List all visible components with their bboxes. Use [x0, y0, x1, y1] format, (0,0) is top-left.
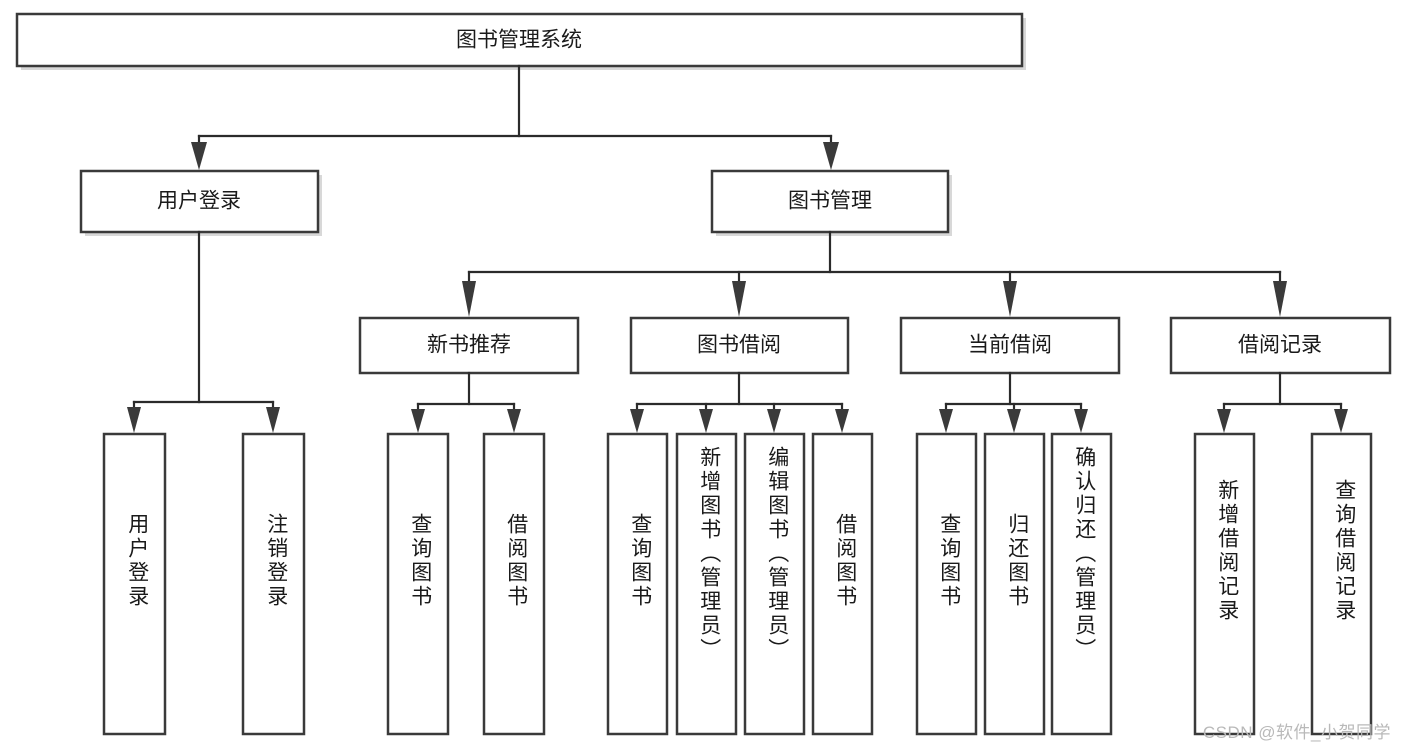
node-book-borrow[interactable]: 图书借阅	[629, 316, 850, 375]
arrow-head-icon	[1003, 281, 1017, 317]
leaf-box[interactable]	[675, 432, 738, 736]
node-root[interactable]: 图书管理系统	[15, 12, 1026, 70]
node-borrow-record[interactable]: 借阅记录	[1169, 316, 1392, 375]
arrow-head-icon	[191, 142, 207, 170]
arrow-head-icon	[1273, 281, 1287, 317]
arrow-head-icon	[767, 409, 781, 433]
connector-book-borrow-to-leaves	[630, 371, 849, 433]
arrow-head-icon	[823, 142, 839, 170]
leaf-box[interactable]	[482, 432, 546, 736]
root-label: 图书管理系统	[456, 29, 582, 52]
leaf-box[interactable]	[102, 432, 167, 736]
leaf-box[interactable]	[811, 432, 874, 736]
arrow-head-icon	[1334, 409, 1348, 433]
connector-root-to-level2	[191, 64, 839, 170]
leaf-box[interactable]	[983, 432, 1046, 736]
connector-book-manage-to-level3	[462, 230, 1287, 317]
arrow-head-icon	[507, 409, 521, 433]
node-new-book-recommend[interactable]: 新书推荐	[358, 316, 580, 375]
arrow-head-icon	[732, 281, 746, 317]
arrow-head-icon	[462, 281, 476, 317]
arrow-head-icon	[1074, 409, 1088, 433]
user-login-box[interactable]	[79, 169, 320, 234]
leaf-box[interactable]	[606, 432, 669, 736]
arrow-head-icon	[411, 409, 425, 433]
arrow-head-icon	[127, 407, 141, 433]
leaf-box[interactable]	[1310, 432, 1373, 736]
node-current-borrow[interactable]: 当前借阅	[899, 316, 1121, 375]
node-user-login[interactable]: 用户登录	[79, 169, 322, 236]
arrow-head-icon	[699, 409, 713, 433]
leaf-box[interactable]	[241, 432, 306, 736]
connector-current-borrow-to-leaves	[939, 371, 1088, 433]
arrow-head-icon	[266, 407, 280, 433]
root-box[interactable]	[15, 12, 1024, 68]
book-borrow-label: 图书借阅	[697, 334, 781, 357]
leaf-box[interactable]	[386, 432, 450, 736]
borrow-record-label: 借阅记录	[1238, 334, 1322, 357]
arrow-head-icon	[1217, 409, 1231, 433]
leaf-box[interactable]	[743, 432, 806, 736]
leaf-box[interactable]	[1050, 432, 1113, 736]
leaf-boxes	[102, 432, 1373, 736]
user-login-label: 用户登录	[157, 190, 241, 213]
csdn-watermark: CSDN @软件_小贺同学	[1202, 723, 1391, 742]
leaf-box[interactable]	[915, 432, 978, 736]
connector-borrow-record-to-leaves	[1217, 371, 1348, 433]
current-borrow-label: 当前借阅	[968, 334, 1052, 357]
book-manage-label: 图书管理	[788, 190, 872, 213]
arrow-head-icon	[630, 409, 644, 433]
arrow-head-icon	[939, 409, 953, 433]
new-book-recommend-label: 新书推荐	[427, 334, 511, 357]
leaf-box[interactable]	[1193, 432, 1256, 736]
arrow-head-icon	[1007, 409, 1021, 433]
connector-new-book-recommend-to-leaves	[411, 371, 521, 433]
node-book-manage[interactable]: 图书管理	[710, 169, 952, 236]
connector-user-login-to-leaves	[127, 230, 280, 433]
arrow-head-icon	[835, 409, 849, 433]
borrow-record-box[interactable]	[1169, 316, 1392, 375]
